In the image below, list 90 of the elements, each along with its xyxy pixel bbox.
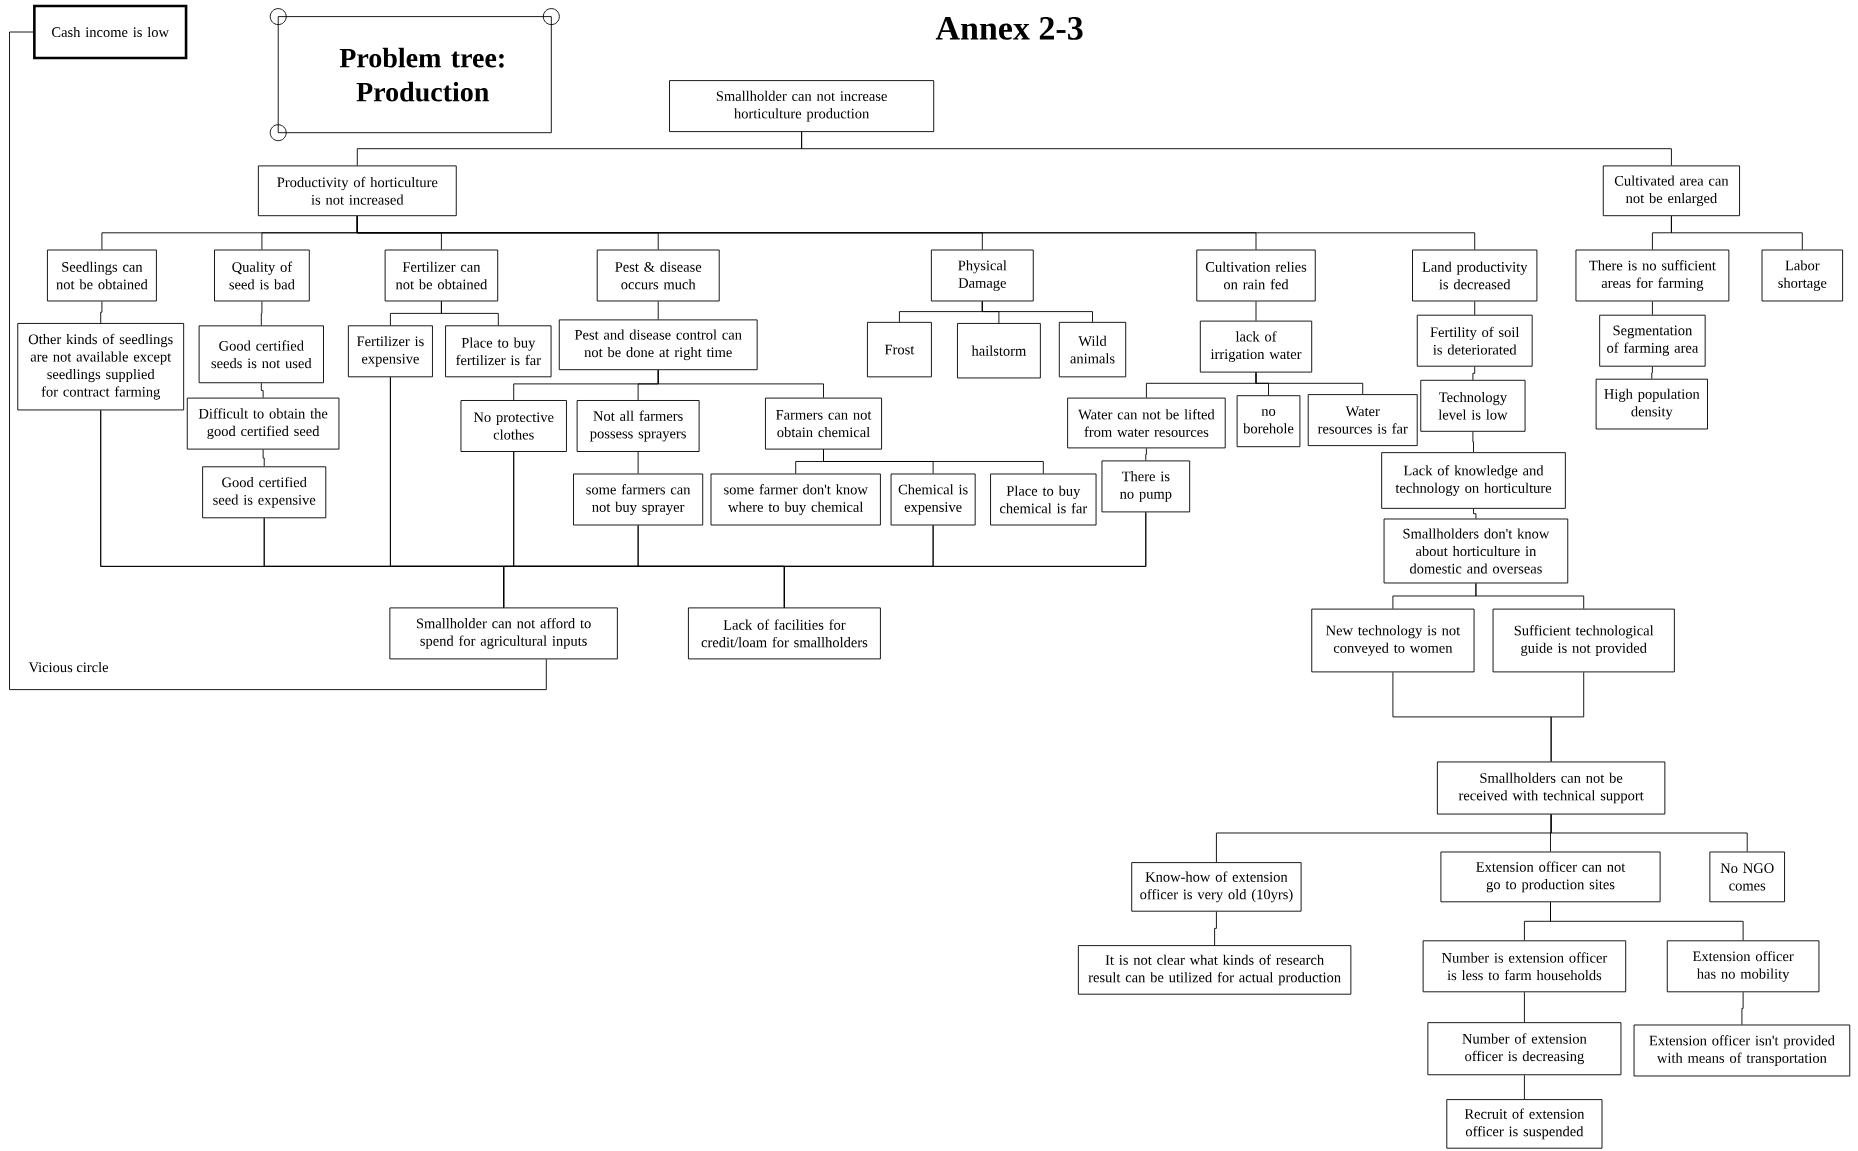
problem-box: Number is extension officer is less to farm households <box>1422 940 1627 993</box>
connector-line <box>1474 301 1476 316</box>
connector-line <box>9 31 547 691</box>
connector-line <box>1214 911 1217 946</box>
problem-box: some farmer don't know where to buy chemical <box>710 473 881 526</box>
problem-box: Extension officer isn't provided with means of transportation <box>1633 1024 1851 1077</box>
connector-line <box>1651 366 1653 380</box>
problem-box: Sufficient technological guide is not provided <box>1492 608 1675 673</box>
connector-line <box>1741 991 1744 1025</box>
problem-box: Wild animals <box>1058 321 1127 378</box>
connector-line <box>260 301 263 326</box>
connector-line <box>262 449 265 467</box>
problem-box: Place to buy fertilizer is far <box>445 325 552 378</box>
problem-box: Pest and disease control can not be done at right time <box>558 319 758 371</box>
problem-box: Number of extension officer is decreasing <box>1427 1022 1622 1076</box>
problem-box: Good certified seed is expensive <box>202 466 327 519</box>
connector-line <box>657 369 824 399</box>
problem-box: Cultivated area can not be enlarged <box>1602 165 1740 217</box>
problem-box: Smallholder can not afford to spend for agricultural inputs <box>389 607 618 660</box>
problem-box: There is no pump <box>1101 460 1191 513</box>
problem-box: Water resources is far <box>1307 394 1418 447</box>
problem-box: Know-how of extension officer is very old (10yrs) <box>1131 862 1302 912</box>
problem-box: Difficult to obtain the good certified seed <box>186 397 340 450</box>
problem-box: New technology is not conveyed to women <box>1311 608 1475 673</box>
problem-box: Extension officer has no mobility <box>1666 940 1820 993</box>
connector-line <box>1255 372 1364 395</box>
problem-box: Land productivity is decreased <box>1412 249 1538 302</box>
edge-label: Vicious circle <box>27 660 110 674</box>
problem-box: Seedlings can not be obtained <box>46 249 157 302</box>
problem-box: Place to buy chemical is far <box>990 473 1097 526</box>
problem-box: Labor shortage <box>1761 249 1844 302</box>
problem-box: Productivity of horticulture is not increased <box>257 165 457 217</box>
problem-box: Smallholders don't know about horticulture in domestic and overseas <box>1383 518 1569 584</box>
problem-box: Fertility of soil is deteriorated <box>1416 314 1533 367</box>
connector-line <box>440 301 499 326</box>
problem-box: Fertilizer can not be obtained <box>384 249 499 302</box>
problem-box: Water can not be lifted from water resources <box>1067 397 1226 449</box>
problem-box: Fertilizer is expensive <box>347 325 433 378</box>
problem-box: lack of irrigation water <box>1199 320 1313 373</box>
connector-line <box>1473 508 1477 519</box>
problem-box: Not all farmers possess sprayers <box>576 400 700 452</box>
connector-line <box>823 449 1044 474</box>
problem-box: Physical Damage <box>930 249 1034 302</box>
problem-box: Smallholder can not increase horticulture production <box>669 80 935 133</box>
problem-box: Farmers can not obtain chemical <box>765 397 882 450</box>
problem-box: Smallholders can not be received with technical support <box>1436 761 1666 815</box>
connector-line <box>1651 301 1653 316</box>
problem-box: Lack of knowledge and technology on horticulture <box>1381 452 1566 509</box>
connector-line <box>1523 1074 1525 1100</box>
connector-line <box>1472 431 1474 453</box>
problem-box: No protective clothes <box>460 400 567 452</box>
connector-line <box>1550 671 1585 762</box>
problem-box: There is no sufficient areas for farming <box>1575 249 1730 302</box>
problem-box: no borehole <box>1236 395 1301 448</box>
problem-box: Good certified seeds is not used <box>198 325 324 384</box>
problem-box: High population density <box>1595 378 1708 430</box>
connector-line <box>356 215 1476 250</box>
connector-line <box>1550 814 1748 852</box>
problem-box: Extension officer can not go to production sites <box>1440 851 1661 903</box>
problem-box: Other kinds of seedlings are not available except seedlings supplied for contract farming <box>17 323 185 411</box>
problem-box: some farmers can not buy sprayer <box>573 473 704 526</box>
problem-box: Cash income is low <box>33 4 188 60</box>
problem-box: Quality of seed is bad <box>214 249 310 302</box>
problem-box: Lack of facilities for credit/loam for smallholders <box>687 607 881 660</box>
connector-line <box>1670 215 1803 250</box>
title: Annex 2-3 <box>935 17 1083 40</box>
connector-line <box>657 301 659 320</box>
connector-line <box>1475 583 1585 610</box>
connector-line <box>1255 301 1257 322</box>
connector-line <box>783 511 1147 608</box>
problem-box: hailstorm <box>957 323 1041 379</box>
connector-line <box>1550 901 1744 941</box>
connector-line <box>1145 447 1147 461</box>
connector-line <box>801 131 1672 166</box>
problem-box: Pest & disease occurs much <box>596 249 720 302</box>
problem-box: Recruit of extension officer is suspended <box>1446 1099 1603 1149</box>
scroll-banner: Problem tree: Production <box>269 8 560 142</box>
connector-line <box>637 451 639 474</box>
problem-box: No NGO comes <box>1709 851 1785 903</box>
problem-box: Frost <box>866 321 932 378</box>
problem-box: Technology level is low <box>1420 379 1526 432</box>
problem-box: It is not clear what kinds of research result can be utilized for actual production <box>1077 945 1352 995</box>
connector-line <box>100 301 103 324</box>
problem-box: Segmentation of farming area <box>1599 314 1706 367</box>
connector-line <box>981 301 1093 323</box>
problem-box: Chemical is expensive <box>890 473 976 526</box>
connector-line <box>260 382 264 399</box>
connector-line <box>1523 991 1525 1023</box>
problem-box: Cultivation relies on rain fed <box>1196 249 1316 302</box>
connector-line <box>1472 366 1476 381</box>
